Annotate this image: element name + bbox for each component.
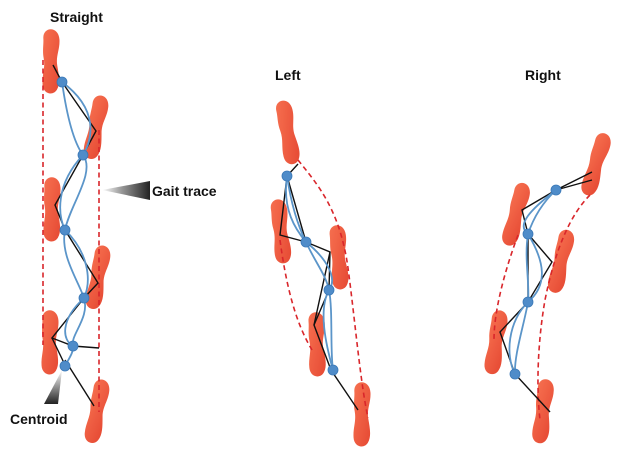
gait-trace-label: Gait trace bbox=[152, 183, 217, 199]
footprint bbox=[531, 378, 555, 444]
gait-trace-line bbox=[493, 234, 519, 341]
centroid-trace bbox=[508, 189, 557, 375]
centroid-trace bbox=[286, 175, 334, 371]
footprint bbox=[82, 94, 110, 161]
centroid-dot bbox=[323, 284, 335, 296]
panel-title-right: Right bbox=[525, 67, 561, 83]
panel-title-straight: Straight bbox=[50, 9, 103, 25]
centroid-dot bbox=[56, 76, 68, 88]
gait-trace-pointer bbox=[102, 181, 150, 200]
centroid-dot bbox=[509, 368, 521, 380]
gait-trace-line bbox=[297, 159, 369, 419]
gait-link bbox=[286, 175, 307, 243]
panel-title-left: Left bbox=[275, 67, 301, 83]
centroid-pointer bbox=[44, 370, 62, 404]
centroid-trace bbox=[514, 189, 557, 375]
centroid-dot bbox=[300, 236, 312, 248]
centroid-dot bbox=[281, 170, 293, 182]
centroid-trace bbox=[285, 175, 334, 371]
footprint bbox=[270, 98, 306, 166]
gait-trace-line bbox=[279, 239, 313, 351]
footprint bbox=[37, 309, 63, 375]
footprint bbox=[83, 378, 111, 445]
centroid-dot bbox=[59, 360, 71, 372]
footprint bbox=[579, 130, 613, 198]
gait-trace-line bbox=[537, 194, 591, 421]
centroid-dot bbox=[77, 149, 89, 161]
centroid-dot bbox=[78, 292, 90, 304]
centroid-label: Centroid bbox=[10, 411, 68, 427]
centroid-dot bbox=[522, 296, 534, 308]
panel-right: Right bbox=[483, 67, 613, 444]
centroid-dot bbox=[522, 228, 534, 240]
gait-link bbox=[51, 337, 66, 366]
centroid-dot bbox=[550, 184, 562, 196]
panel-straight: Straight Gait tr bbox=[10, 9, 217, 445]
centroid-dot bbox=[327, 364, 339, 376]
gait-link bbox=[555, 179, 593, 191]
centroid-dot bbox=[59, 224, 71, 236]
panel-left: Left bbox=[265, 67, 375, 447]
footprint bbox=[349, 381, 375, 447]
centroid-dot bbox=[67, 340, 79, 352]
